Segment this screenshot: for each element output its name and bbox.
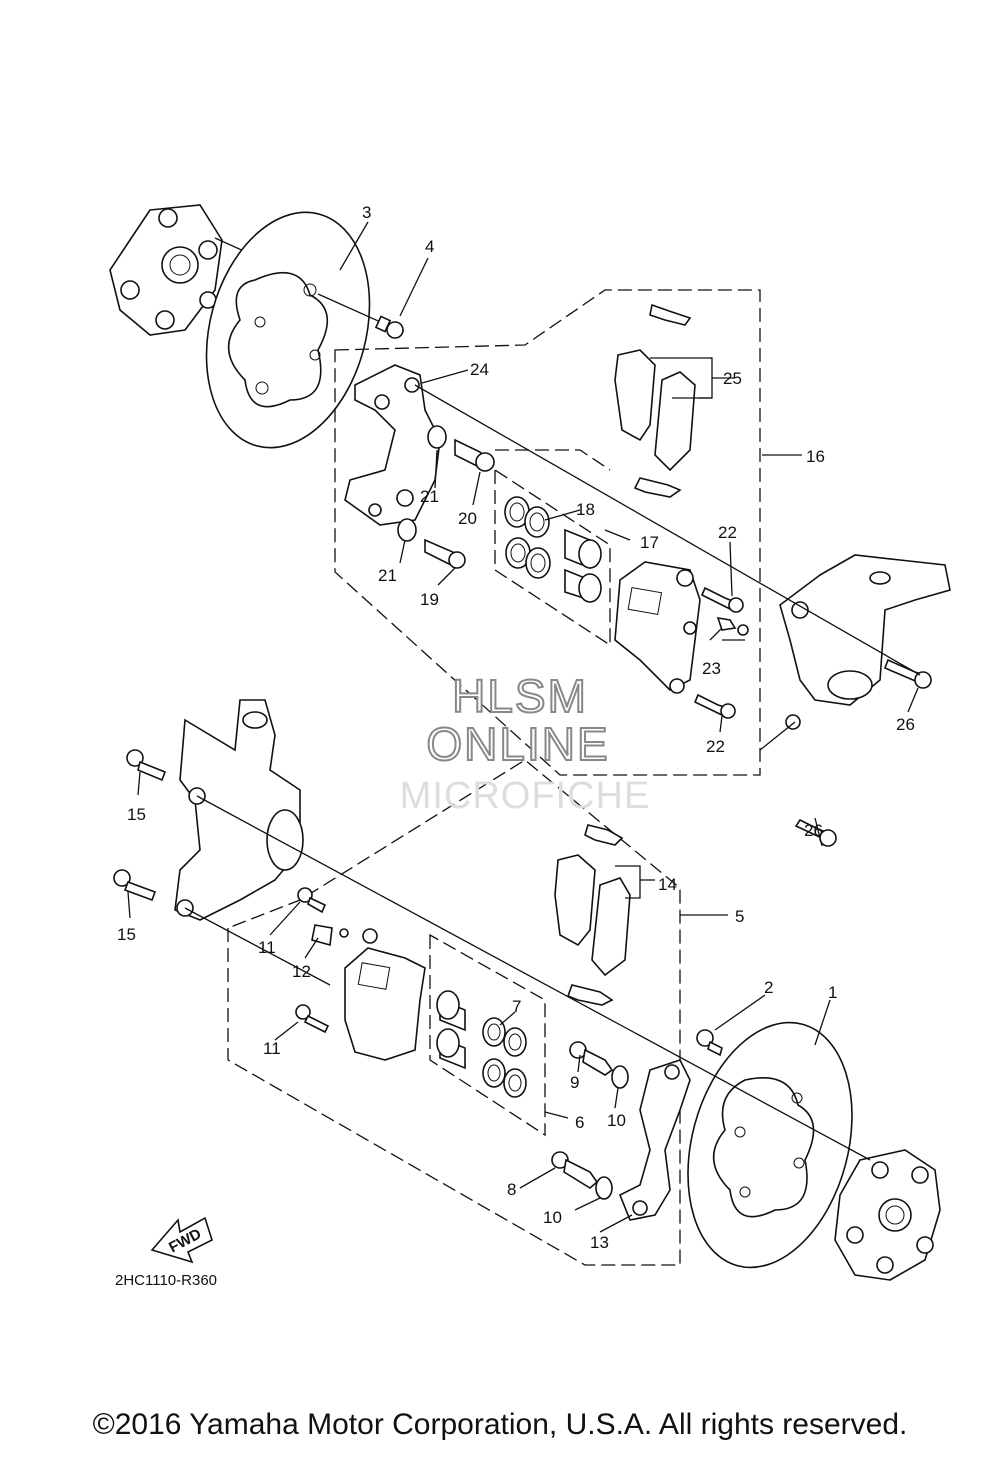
lower-knuckle-bolts — [113, 749, 167, 902]
callout-11b: 11 — [263, 1039, 281, 1058]
upper-slide-pins — [397, 425, 495, 569]
callout-1: 1 — [828, 983, 837, 1002]
callout-19: 19 — [420, 590, 439, 609]
callout-13: 13 — [590, 1233, 609, 1252]
callout-4: 4 — [425, 237, 434, 256]
callout-10b: 10 — [543, 1208, 562, 1227]
callout-24: 24 — [470, 360, 489, 379]
callout-17: 17 — [640, 533, 659, 552]
lower-slide-pins — [551, 1041, 629, 1200]
callout-26b: 26 — [804, 821, 823, 840]
lower-brake-pads — [554, 824, 631, 1006]
callout-10a: 10 — [607, 1111, 626, 1130]
copyright-notice: ©2016 Yamaha Motor Corporation, U.S.A. A… — [92, 1408, 908, 1441]
callout-numbers: 3 4 24 25 16 18 17 21 20 21 19 22 23 22 … — [117, 203, 915, 1252]
callout-6: 6 — [575, 1113, 584, 1132]
callout-16: 16 — [806, 447, 825, 466]
callout-25: 25 — [723, 369, 742, 388]
lower-caliper-bolts — [295, 887, 349, 1034]
upper-hub — [109, 204, 223, 336]
upper-caliper-bolts — [693, 586, 749, 719]
lower-piston-seals — [482, 1017, 527, 1098]
callout-2: 2 — [764, 978, 773, 997]
callout-15b: 15 — [117, 925, 136, 944]
callout-3: 3 — [362, 203, 371, 222]
callout-12: 12 — [292, 962, 311, 981]
callout-5: 5 — [735, 907, 744, 926]
upper-brake-disc — [205, 211, 371, 449]
upper-brake-pads — [614, 303, 696, 498]
callout-14: 14 — [658, 875, 677, 894]
callout-15a: 15 — [127, 805, 146, 824]
reference-code: 2HC1110-R360 — [115, 1272, 217, 1289]
callout-21a: 21 — [420, 487, 439, 506]
callout-7: 7 — [512, 997, 521, 1016]
upper-caliper-body — [614, 561, 701, 694]
callout-22a: 22 — [718, 523, 737, 542]
fwd-arrow-icon: FWD — [150, 1216, 213, 1264]
upper-knuckle-bolts — [794, 658, 932, 847]
upper-piston-seals — [504, 496, 551, 579]
callout-9: 9 — [570, 1073, 579, 1092]
svg-text:MICROFICHE: MICROFICHE — [400, 775, 651, 817]
upper-pistons — [564, 528, 602, 603]
callout-11a: 11 — [258, 938, 276, 957]
svg-text:ONLINE: ONLINE — [426, 718, 609, 770]
callout-20: 20 — [458, 509, 477, 528]
callout-8: 8 — [507, 1180, 516, 1199]
svg-text:HLSM: HLSM — [452, 670, 588, 722]
callout-21b: 21 — [378, 566, 397, 585]
upper-disc-bolt — [317, 293, 404, 339]
callout-23: 23 — [702, 659, 721, 678]
callout-22b: 22 — [706, 737, 725, 756]
callout-26a: 26 — [896, 715, 915, 734]
watermark: HLSM ONLINE MICROFICHE — [400, 669, 651, 817]
lower-disc-bolt — [696, 1029, 723, 1057]
lower-pistons — [436, 990, 466, 1070]
lower-hub — [834, 1149, 941, 1281]
lower-caliper-body — [344, 928, 426, 1061]
callout-leaders — [127, 221, 919, 1233]
upper-steering-knuckle — [779, 554, 951, 730]
lower-caliper-bracket — [618, 1059, 691, 1221]
lower-steering-knuckle — [174, 699, 304, 921]
upper-caliper-bracket — [344, 364, 441, 526]
callout-18: 18 — [576, 500, 595, 519]
